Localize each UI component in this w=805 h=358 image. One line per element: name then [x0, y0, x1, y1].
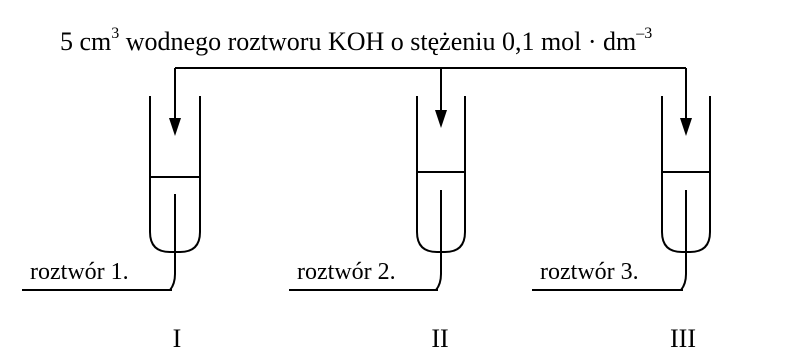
solution-label-3: roztwór 3.	[540, 259, 639, 285]
pipe-3	[680, 190, 687, 291]
test-tube-3: roztwór 3. III	[532, 96, 711, 353]
reagent-volume-exponent: 3	[111, 25, 119, 42]
solution-label-2: roztwór 2.	[297, 259, 396, 285]
reagent-unit-exponent: –3	[635, 25, 652, 42]
pipe-2	[435, 190, 442, 291]
arrow-tube-3	[680, 68, 692, 136]
test-tube-2: roztwór 2. II	[289, 96, 466, 353]
solution-label-1: roztwór 1.	[30, 259, 129, 285]
arrow-tube-2	[435, 68, 447, 128]
reagent-volume: 5 cm	[60, 27, 111, 56]
arrow-tube-1	[169, 68, 181, 136]
test-tube-1: roztwór 1. I	[22, 96, 201, 353]
reagent-name: wodnego roztworu KOH o stężeniu 0,1 mol …	[119, 27, 636, 56]
tube-numeral-2: II	[431, 324, 448, 353]
reagent-description: 5 cm3 wodnego roztworu KOH o stężeniu 0,…	[60, 25, 652, 56]
pipe-1	[169, 194, 176, 291]
tube-numeral-3: III	[670, 324, 696, 353]
tube-numeral-1: I	[173, 324, 182, 353]
